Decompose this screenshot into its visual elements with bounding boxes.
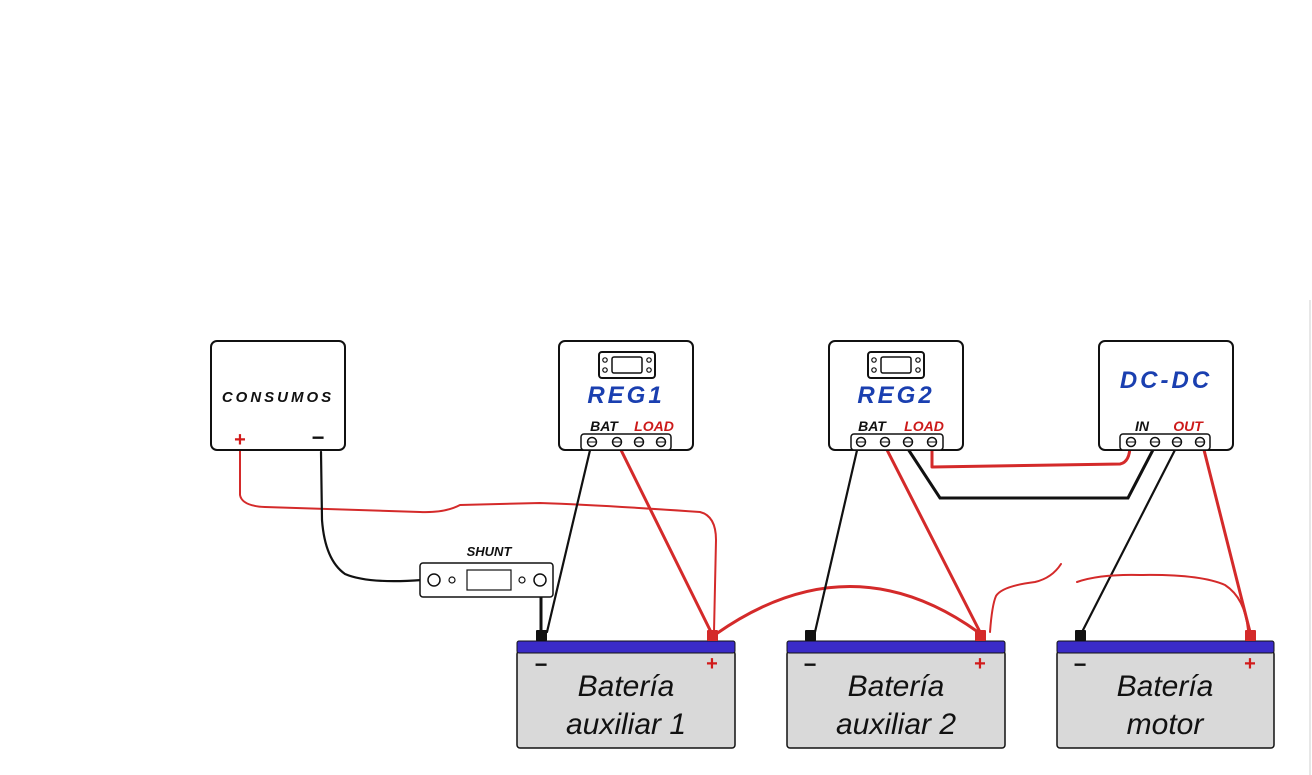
reg1-terminal-block [580,433,672,451]
wire-reg1-bat-positive [617,444,713,634]
reg1-load-label: LOAD [634,418,674,434]
wire-reg2-bat-positive [883,444,982,634]
loads-title: CONSUMOS [222,389,334,406]
battery-2-line1: Batería [848,670,945,703]
shunt: SHUNT [419,544,554,598]
reg1-bat-label: BAT [590,418,619,434]
battery-1-plus: + [706,653,718,675]
dcdc-in-label: IN [1135,418,1150,434]
display-icon [867,351,925,379]
dcdc-converter: DC-DC IN OUT [1098,340,1234,451]
wire-reg1-bat-negative [545,444,593,634]
wire-loads-negative [319,450,424,583]
battery-3-plus: + [1244,653,1256,675]
wire-loads-positive [239,447,717,633]
reg2-bat-label: BAT [858,418,887,434]
battery-1-line2: auxiliar 1 [566,708,686,741]
regulator-1: REG1 BAT LOAD [558,340,694,451]
reg1-terminals [586,436,667,448]
dcdc-terminals [1125,436,1206,448]
battery-3-line1: Batería [1117,670,1214,703]
shunt-label: SHUNT [467,544,513,559]
wire-reg2-load-negative [904,444,1157,500]
battery-aux-2: − + Batería auxiliar 2 [786,630,1006,749]
wire-sketch-right [1076,573,1249,631]
wire-aux1-aux2-positive [714,585,980,636]
reg2-title: REG2 [857,382,934,409]
battery-2-minus: − [804,652,817,677]
reg1-title: REG1 [587,382,664,409]
reg2-load-label: LOAD [904,418,944,434]
dcdc-terminal-block [1119,433,1211,451]
battery-2-plus: + [974,653,986,675]
reg2-terminal-block [850,433,944,451]
wire-dcdc-out-negative [1080,444,1179,634]
battery-3-minus: − [1074,652,1087,677]
loads-box: CONSUMOS + − [210,340,346,451]
wire-reg2-bat-negative [813,444,860,634]
wire-sketch-left [989,563,1062,633]
dcdc-title: DC-DC [1120,367,1212,394]
regulator-2: REG2 BAT LOAD [828,340,964,451]
battery-2-line2: auxiliar 2 [836,708,956,741]
loads-minus-sign: − [312,425,325,450]
battery-motor: − + Batería motor [1056,630,1275,749]
battery-1-line1: Batería [578,670,675,703]
battery-3-line2: motor [1127,708,1205,741]
display-icon [598,351,656,379]
battery-aux-1: − + Batería auxiliar 1 [516,630,736,749]
wire-dcdc-out-positive [1201,444,1252,634]
dcdc-out-label: OUT [1173,418,1204,434]
loads-plus-sign: + [234,429,246,451]
reg2-terminals [855,436,938,448]
battery-1-minus: − [535,652,548,677]
